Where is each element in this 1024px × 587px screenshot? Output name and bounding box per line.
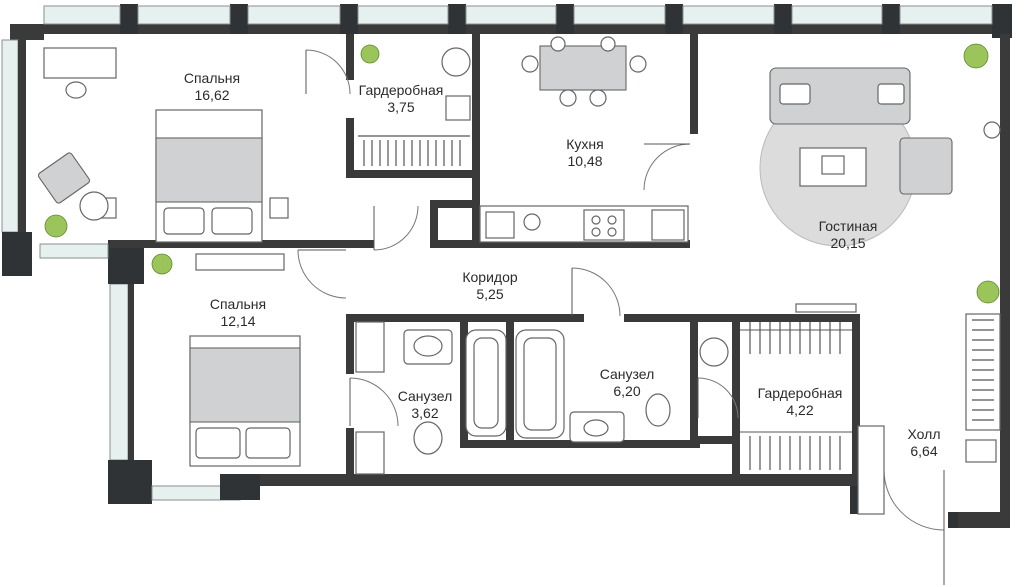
room-area: 6,64 — [910, 443, 938, 459]
room-area: 3,62 — [411, 405, 439, 421]
kitchen-furniture — [479, 36, 689, 243]
room-area: 4,22 — [786, 402, 814, 418]
armchair-icon — [899, 137, 953, 195]
room-area: 5,25 — [476, 286, 504, 302]
bathroom-2-furniture — [515, 329, 729, 443]
oven-icon — [651, 209, 685, 241]
room-label-hall: Холл 6,64 — [908, 426, 941, 460]
room-label-bedroom-2: Спальня 12,14 — [210, 296, 266, 330]
wardrobe-1-furniture — [358, 47, 471, 166]
doors — [297, 49, 945, 585]
washing-machine-icon — [445, 95, 471, 121]
room-name: Кухня — [566, 136, 604, 152]
room-label-bathroom-2: Санузел 6,20 — [600, 366, 655, 400]
room-area: 20,15 — [830, 235, 866, 251]
washing-machine-icon — [699, 337, 729, 367]
exterior-walls — [1, 4, 1012, 528]
room-label-bedroom-1: Спальня 16,62 — [184, 70, 240, 104]
room-name: Гардеробная — [757, 385, 843, 401]
armchair-icon — [37, 152, 91, 204]
living-furniture — [759, 67, 1001, 247]
closet-icon — [965, 313, 1001, 431]
sink-icon — [523, 213, 541, 231]
stove-icon — [583, 209, 625, 241]
room-label-kitchen: Кухня 10,48 — [566, 136, 603, 170]
room-name: Холл — [907, 426, 941, 442]
room-area: 16,62 — [194, 87, 230, 103]
room-area: 10,48 — [567, 153, 603, 169]
room-label-bathroom-1: Санузел 3,62 — [398, 388, 453, 422]
bedroom-2-furniture — [189, 321, 385, 475]
room-area: 12,14 — [220, 313, 256, 329]
wardrobe-2-furniture — [740, 303, 857, 470]
bathroom-1-furniture — [403, 329, 507, 455]
chair-icon — [65, 81, 87, 99]
sofa-icon — [769, 67, 911, 125]
ottoman-icon — [965, 439, 997, 463]
room-area: 6,20 — [613, 383, 641, 399]
room-name: Спальня — [183, 70, 241, 86]
interior-walls — [110, 34, 1010, 486]
lamp-icon — [983, 121, 1001, 139]
plant-icon — [44, 43, 1000, 304]
room-name: Гостиная — [818, 218, 878, 234]
room-name: Санузел — [397, 388, 453, 404]
room-label-wardrobe-2: Гардеробная 4,22 — [758, 385, 843, 419]
room-label-living: Гостиная 20,15 — [819, 218, 878, 252]
fridge-icon — [485, 211, 515, 239]
room-name: Санузел — [599, 366, 655, 382]
room-label-corridor: Коридор 5,25 — [462, 269, 517, 303]
room-name: Гардеробная — [358, 82, 444, 98]
bedroom-1-furniture — [37, 47, 289, 271]
radiator-icon — [195, 253, 285, 271]
hall-furniture — [857, 313, 1001, 515]
table-icon — [79, 191, 109, 221]
toilet-icon — [645, 393, 671, 427]
room-name: Коридор — [462, 269, 518, 285]
room-area: 3,75 — [387, 99, 415, 115]
dining-table-icon — [539, 45, 627, 91]
desk-icon — [43, 47, 117, 79]
toilet-icon — [413, 421, 443, 455]
room-name: Спальня — [209, 296, 267, 312]
room-label-wardrobe-1: Гардеробная 3,75 — [359, 82, 444, 116]
